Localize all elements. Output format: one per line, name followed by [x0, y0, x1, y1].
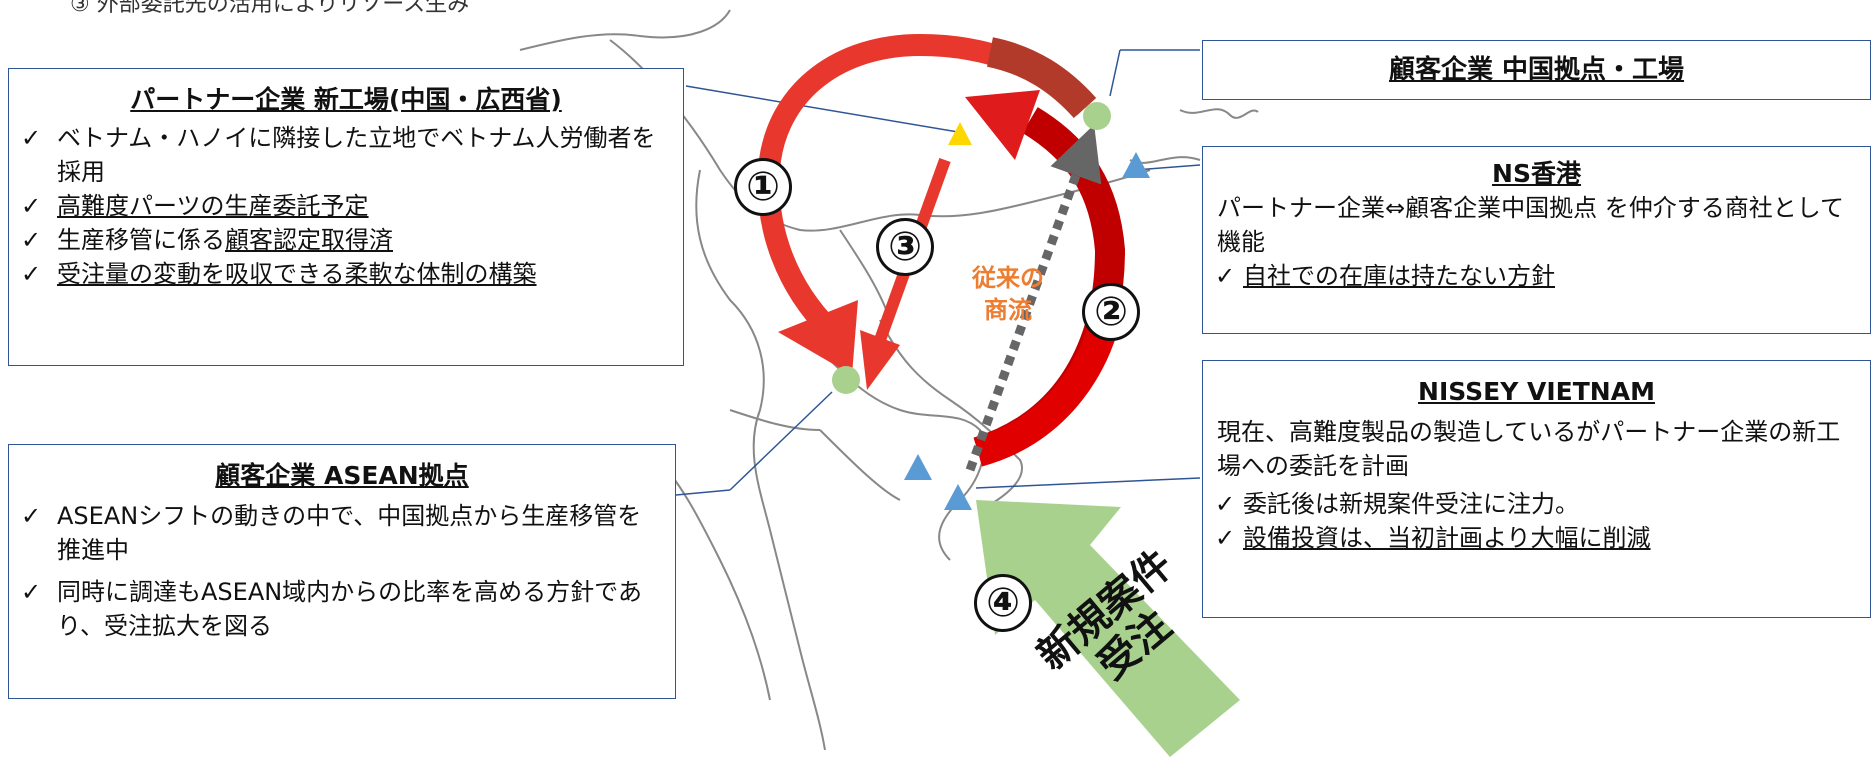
check-icon: ✓ [21, 226, 42, 254]
asean-item-2: ✓同時に調達もASEAN域内からの比率を高める方針であり、受注拡大を図る [9, 575, 675, 643]
hk-box-text: パートナー企業⇔顧客企業中国拠点 を仲介する商社として機能 [1217, 194, 1845, 256]
asean-item-1: ✓ASEANシフトの動きの中で、中国拠点から生産移管を推進中 [9, 499, 675, 567]
arrow-2-head [965, 90, 1040, 160]
arrow-3-head [860, 330, 900, 390]
vn-box-title: NISSEY VIETNAM [1418, 377, 1655, 406]
location-vietnam-north [904, 454, 932, 480]
asean-box-title: 顧客企業 ASEAN拠点 [215, 461, 469, 490]
hk-item-1: ✓自社での在庫は持たない方針 [1203, 259, 1870, 293]
connector-lines [675, 49, 1201, 496]
traditional-flow-label: 従来の 商流 [972, 262, 1044, 326]
marker-2: ② [1082, 283, 1140, 341]
check-icon: ✓ [21, 124, 42, 152]
check-icon: ✓ [21, 578, 42, 606]
dotted-flow-line [965, 124, 1102, 472]
china-box-title: 顧客企業 中国拠点・工場 [1388, 55, 1685, 85]
vn-item-1: ✓委託後は新規案件受注に注力。 [1203, 487, 1870, 521]
check-icon: ✓ [1215, 262, 1236, 290]
location-nissey-vietnam [944, 484, 972, 510]
china-customer-box: 顧客企業 中国拠点・工場 [1202, 40, 1871, 100]
arrow-1-head [778, 300, 858, 375]
header-note: ③ 外部委託先の活用によりリソース生み [70, 0, 470, 17]
location-partner-factory [948, 122, 972, 145]
location-asean-customer [832, 366, 860, 394]
partner-item-2: ✓高難度パーツの生産委託予定 [9, 189, 683, 223]
vn-box-text: 現在、高難度製品の製造しているがパートナー企業の新工場への委託を計画 [1217, 418, 1841, 480]
marker-4: ④ [974, 574, 1032, 632]
partner-item-4: ✓受注量の変動を吸収できる柔軟な体制の構築 [9, 257, 683, 291]
hk-box-title: NS香港 [1492, 159, 1581, 188]
check-icon: ✓ [1215, 524, 1236, 552]
traditional-flow-line1: 従来の [972, 264, 1044, 292]
marker-3: ③ [876, 218, 934, 276]
check-icon: ✓ [21, 502, 42, 530]
arrow-4-new-orders [976, 500, 1240, 757]
check-icon: ✓ [1215, 490, 1236, 518]
partner-factory-box: パートナー企業 新工場(中国・広西省) ✓ベトナム・ハノイに隣接した立地でベトナ… [8, 68, 684, 366]
marker-1: ① [734, 158, 792, 216]
vn-item-2: ✓設備投資は、当初計画より大幅に削減 [1203, 521, 1870, 555]
check-icon: ✓ [21, 192, 42, 220]
arrow-1-top-band [986, 37, 1097, 119]
nissey-vietnam-box: NISSEY VIETNAM 現在、高難度製品の製造しているがパートナー企業の新… [1202, 360, 1871, 618]
location-ns-hongkong [1122, 152, 1150, 178]
partner-item-3: ✓生産移管に係る顧客認定取得済 [9, 223, 683, 257]
ns-hongkong-box: NS香港 パートナー企業⇔顧客企業中国拠点 を仲介する商社として機能 ✓自社での… [1202, 146, 1871, 334]
partner-item-1: ✓ベトナム・ハノイに隣接した立地でベトナム人労働者を採用 [9, 121, 683, 189]
asean-customer-box: 顧客企業 ASEAN拠点 ✓ASEANシフトの動きの中で、中国拠点から生産移管を… [8, 444, 676, 699]
location-china-customer [1083, 102, 1111, 130]
traditional-flow-line2: 商流 [984, 296, 1032, 324]
check-icon: ✓ [21, 260, 42, 288]
partner-box-title: パートナー企業 新工場(中国・広西省) [130, 85, 562, 114]
